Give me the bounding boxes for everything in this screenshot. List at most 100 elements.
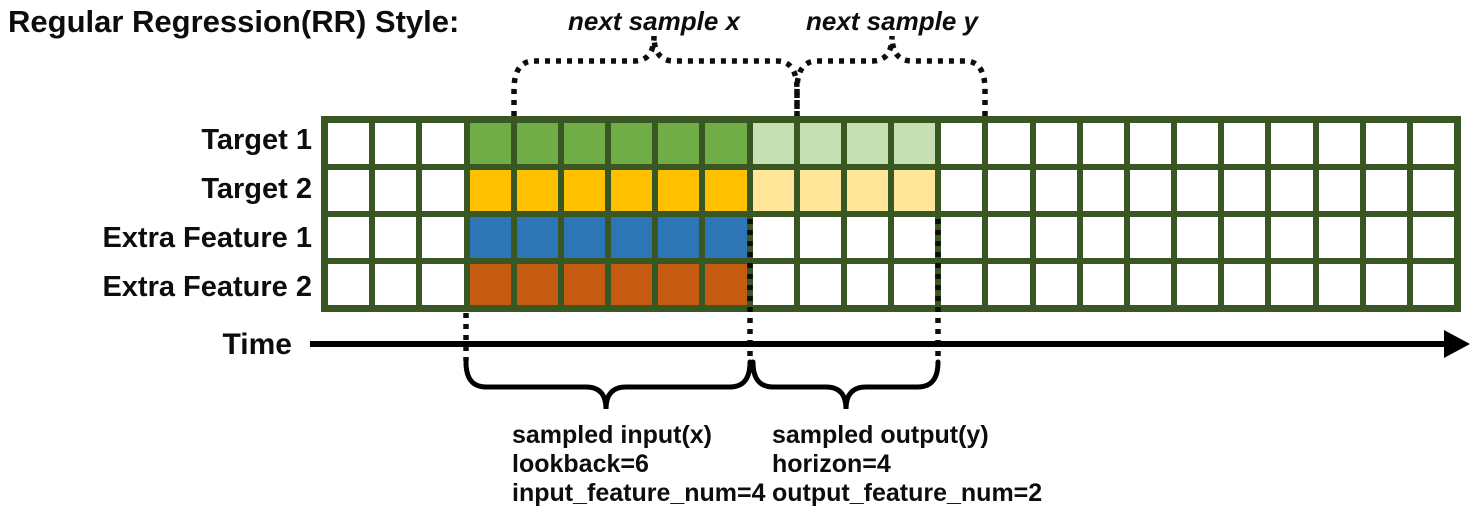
grid-cell — [1082, 217, 1124, 258]
grid-cell — [422, 123, 464, 164]
grid-cell — [1082, 123, 1124, 164]
grid-cell — [422, 170, 464, 211]
grid-cell — [516, 170, 558, 211]
sample-grid — [321, 116, 1461, 312]
time-axis-label: Time — [222, 328, 292, 361]
grid-cell — [1318, 217, 1360, 258]
next-sample-y-brace — [794, 35, 988, 116]
grid-cell — [1271, 217, 1313, 258]
grid-cell — [1129, 217, 1171, 258]
grid-cell — [469, 123, 511, 164]
grid-cell — [328, 264, 370, 305]
grid-cell — [1035, 123, 1077, 164]
grid-cell — [1129, 170, 1171, 211]
grid-cell — [1035, 217, 1077, 258]
grid-cell — [422, 217, 464, 258]
grid-cell — [752, 170, 794, 211]
grid-cell — [1082, 170, 1124, 211]
grid-cell — [1129, 123, 1171, 164]
grid-cell — [1224, 170, 1266, 211]
grid-cell — [658, 123, 700, 164]
sampled-output-line-3: output_feature_num=2 — [772, 479, 1043, 507]
grid-cell — [1365, 217, 1407, 258]
sampled-output-line-1: sampled output(y) — [772, 421, 989, 449]
grid-cell — [1365, 264, 1407, 305]
grid-cell — [1224, 264, 1266, 305]
grid-cell — [752, 123, 794, 164]
grid-cell — [516, 264, 558, 305]
grid-cell — [1177, 264, 1219, 305]
grid-cell — [1082, 264, 1124, 305]
grid-cell — [1271, 264, 1313, 305]
grid-cell — [611, 170, 653, 211]
sampled-output-brace — [750, 359, 941, 410]
grid-cell — [1035, 264, 1077, 305]
next-sample-x-brace — [511, 35, 800, 116]
grid-cell — [328, 217, 370, 258]
grid-cell — [469, 217, 511, 258]
grid-cell — [1224, 123, 1266, 164]
grid-cell — [658, 170, 700, 211]
grid-cell — [941, 217, 983, 258]
grid-cell — [846, 123, 888, 164]
sampled-input-brace — [463, 359, 753, 410]
grid-cell — [1412, 170, 1454, 211]
grid-cell — [894, 217, 936, 258]
row-label-target-1: Target 1 — [201, 124, 312, 156]
grid-cell — [1271, 170, 1313, 211]
grid-cell — [846, 217, 888, 258]
grid-cell — [1271, 123, 1313, 164]
grid-cell — [752, 264, 794, 305]
grid-cell — [1412, 217, 1454, 258]
grid-cell — [705, 170, 747, 211]
sampled-input-note: sampled input(x) lookback=6 input_featur… — [512, 421, 766, 508]
grid-cell — [1224, 217, 1266, 258]
grid-cell — [658, 217, 700, 258]
grid-cell — [705, 264, 747, 305]
grid-cell — [1177, 217, 1219, 258]
row-label-extra-feature-1: Extra Feature 1 — [102, 222, 312, 254]
grid-cell — [1412, 264, 1454, 305]
grid-cell — [799, 264, 841, 305]
sampled-input-line-3: input_feature_num=4 — [512, 479, 766, 507]
grid-cell — [846, 170, 888, 211]
grid-cell — [1365, 170, 1407, 211]
row-label-extra-feature-2: Extra Feature 2 — [102, 271, 312, 303]
grid-cell — [611, 123, 653, 164]
grid-cell — [375, 217, 417, 258]
grid-cell — [846, 264, 888, 305]
sampled-input-line-2: lookback=6 — [512, 450, 649, 478]
sampled-output-note: sampled output(y) horizon=4 output_featu… — [772, 421, 1042, 508]
grid-cell — [1365, 123, 1407, 164]
grid-cell — [988, 217, 1030, 258]
grid-cell — [611, 217, 653, 258]
grid-cell — [1318, 170, 1360, 211]
next-sample-x-label: next sample x — [568, 6, 740, 36]
grid-cell — [941, 123, 983, 164]
grid-cell — [752, 217, 794, 258]
grid-cell — [469, 170, 511, 211]
grid-cell — [894, 123, 936, 164]
row-label-target-2: Target 2 — [201, 173, 312, 205]
grid-cell — [375, 123, 417, 164]
grid-cell — [469, 264, 511, 305]
grid-cell — [988, 170, 1030, 211]
grid-cell — [988, 264, 1030, 305]
grid-cell — [1177, 123, 1219, 164]
grid-cell — [941, 264, 983, 305]
grid-cell — [799, 217, 841, 258]
grid-cell — [422, 264, 464, 305]
grid-cell — [563, 217, 605, 258]
page-title: Regular Regression(RR) Style: — [8, 4, 460, 39]
grid-cell — [894, 170, 936, 211]
grid-cell — [1318, 123, 1360, 164]
grid-cell — [658, 264, 700, 305]
next-sample-y-label: next sample y — [806, 6, 978, 36]
grid-cell — [894, 264, 936, 305]
grid-cell — [328, 123, 370, 164]
grid-cell — [375, 264, 417, 305]
grid-cell — [799, 123, 841, 164]
grid-cell — [563, 170, 605, 211]
grid-cell — [705, 123, 747, 164]
